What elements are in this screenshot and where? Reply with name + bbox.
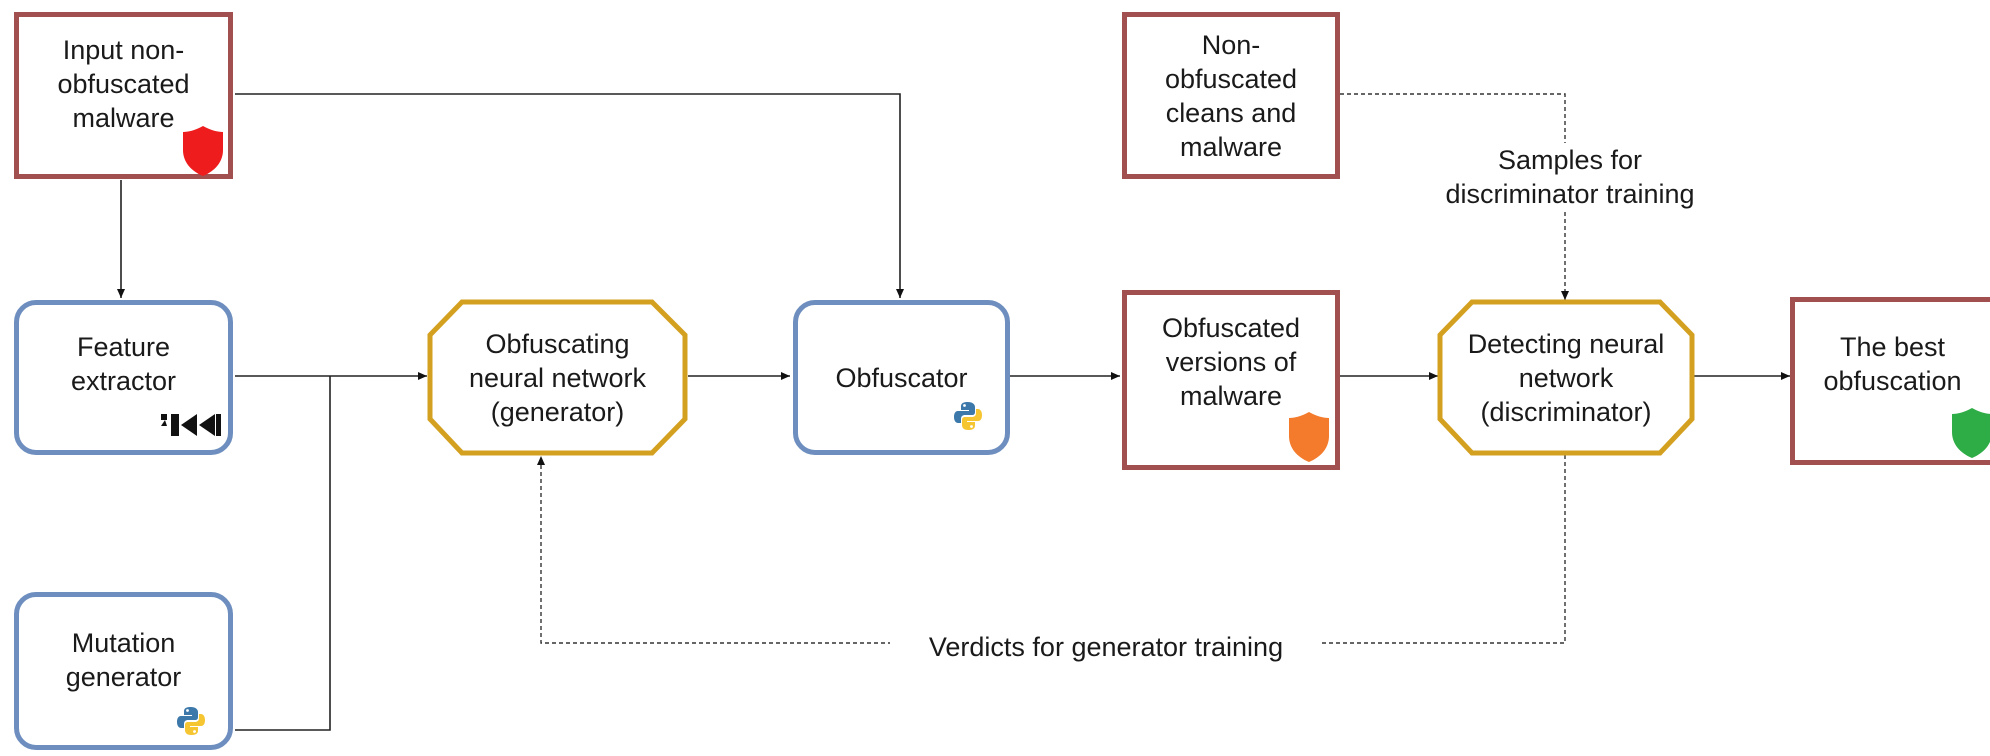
best-obfuscation-node: The best obfuscation: [1790, 297, 1990, 465]
python-logo-icon: [954, 402, 982, 430]
mutation-generator-node: Mutation generator: [14, 592, 233, 750]
feature-extractor-node: Feature extractor: [14, 300, 233, 455]
shield-icon: [1289, 412, 1329, 462]
samples-edge-label: Samples for discriminator training: [1420, 143, 1720, 211]
obfuscator-node: Obfuscator: [793, 300, 1010, 455]
feature-extractor-label: Feature extractor: [70, 331, 177, 396]
discriminator-node: Detecting neural network (discriminator): [1440, 302, 1692, 453]
ida-logo-icon: [161, 414, 221, 436]
generator-label: Obfuscating neural network (generator): [468, 328, 647, 427]
shield-icon: [183, 126, 223, 176]
generator-node: Obfuscating neural network (generator): [430, 302, 685, 453]
discriminator-label: Detecting neural network (discriminator): [1467, 328, 1665, 427]
verdicts-edge-label: Verdicts for generator training: [890, 630, 1322, 664]
clean-samples-node: Non- obfuscated cleans and malware: [1122, 12, 1340, 179]
edge-verdicts-to-generator: [537, 455, 1566, 644]
edge-mutation-to-generator: [235, 376, 331, 731]
shield-icon: [1952, 408, 1990, 458]
input-malware-label: Input non- obfuscated malware: [57, 34, 190, 133]
obfuscator-label: Obfuscator: [835, 362, 968, 393]
best-obfuscation-label: The best obfuscation: [1823, 332, 1962, 396]
edge-samples-to-discriminator: [1340, 93, 1569, 300]
clean-samples-label: Non- obfuscated cleans and malware: [1164, 29, 1298, 162]
edge-input-to-obfuscator: [235, 93, 904, 298]
mutation-generator-label: Mutation generator: [65, 628, 182, 692]
obfuscated-versions-node: Obfuscated versions of malware: [1122, 290, 1340, 470]
obfuscated-versions-label: Obfuscated versions of malware: [1161, 313, 1301, 411]
python-logo-icon: [177, 707, 205, 735]
discriminator-node-shape: [1437, 299, 1695, 456]
generator-node-shape: [427, 299, 688, 456]
input-malware-node: Input non- obfuscated malware: [14, 12, 233, 179]
